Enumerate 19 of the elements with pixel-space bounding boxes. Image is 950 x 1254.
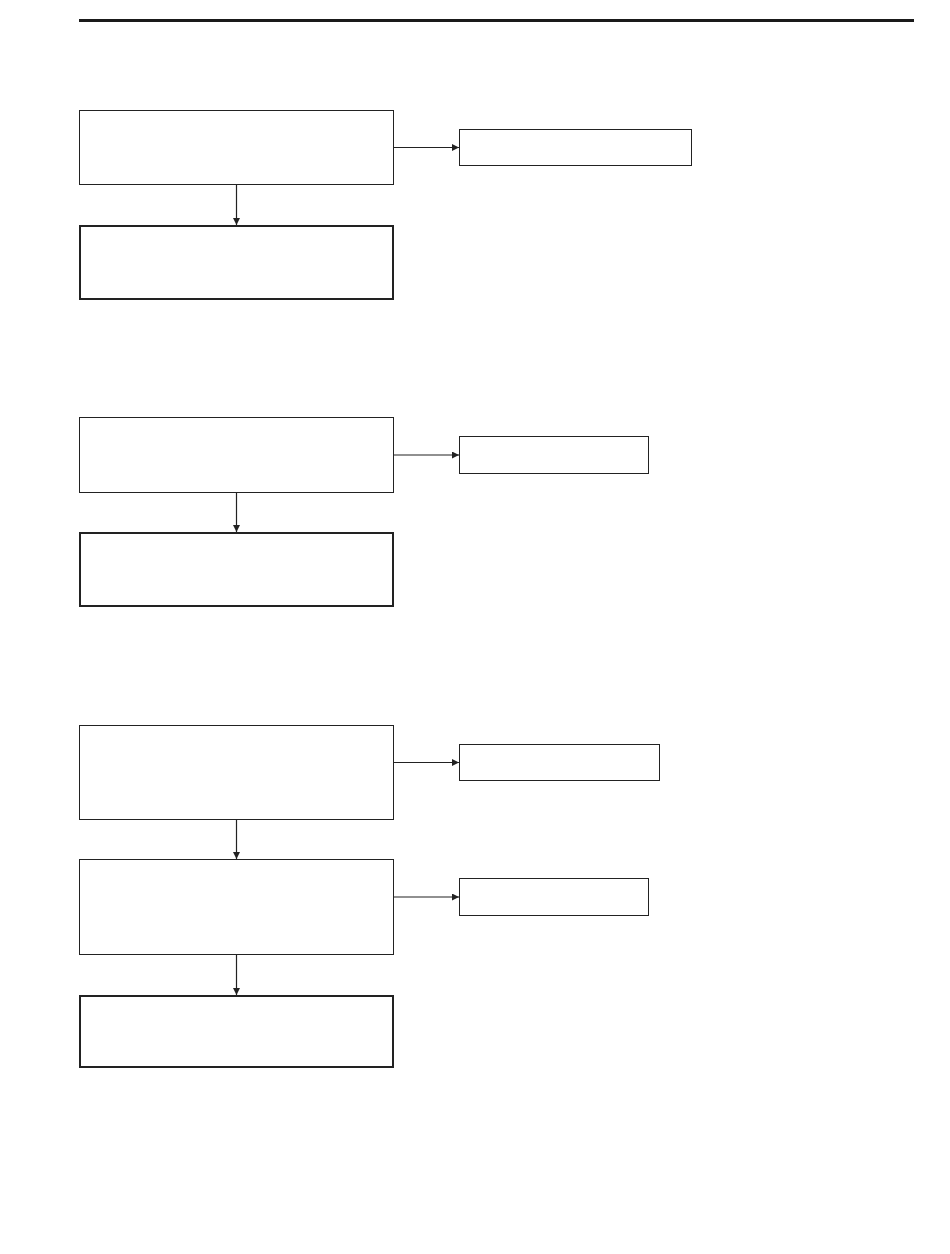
- process-box: [79, 859, 394, 955]
- process-box: [459, 878, 649, 916]
- arrow: [233, 954, 240, 996]
- process-box: [79, 110, 394, 185]
- arrow: [233, 184, 240, 226]
- arrow: [233, 819, 240, 860]
- process-box: [459, 436, 649, 474]
- process-box: [79, 532, 394, 607]
- process-box: [79, 725, 394, 820]
- process-box: [459, 744, 660, 781]
- arrow: [393, 144, 460, 151]
- arrow: [393, 893, 460, 901]
- arrow: [393, 759, 460, 766]
- process-box: [79, 417, 394, 493]
- process-box: [459, 129, 692, 166]
- process-box: [79, 995, 394, 1068]
- process-box: [79, 225, 394, 300]
- arrow: [393, 451, 460, 459]
- arrow: [233, 492, 240, 533]
